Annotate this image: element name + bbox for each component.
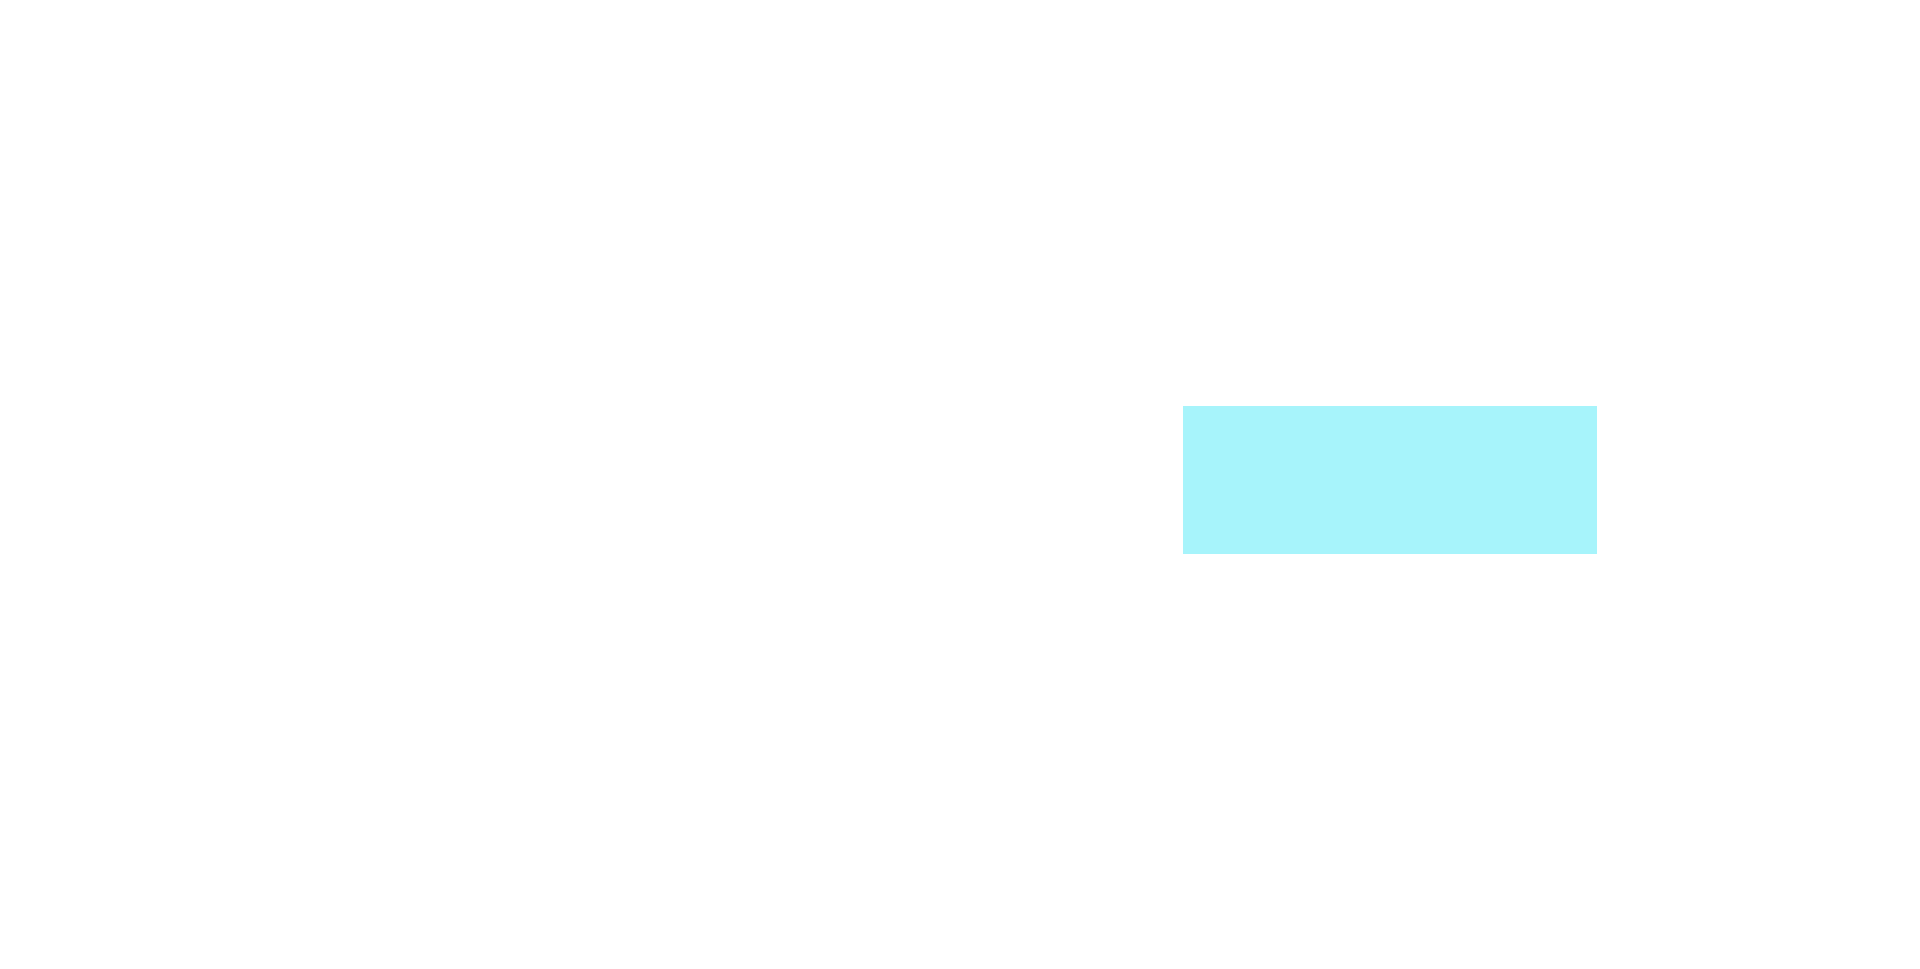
cyan-highlight-rectangle <box>1183 406 1597 554</box>
